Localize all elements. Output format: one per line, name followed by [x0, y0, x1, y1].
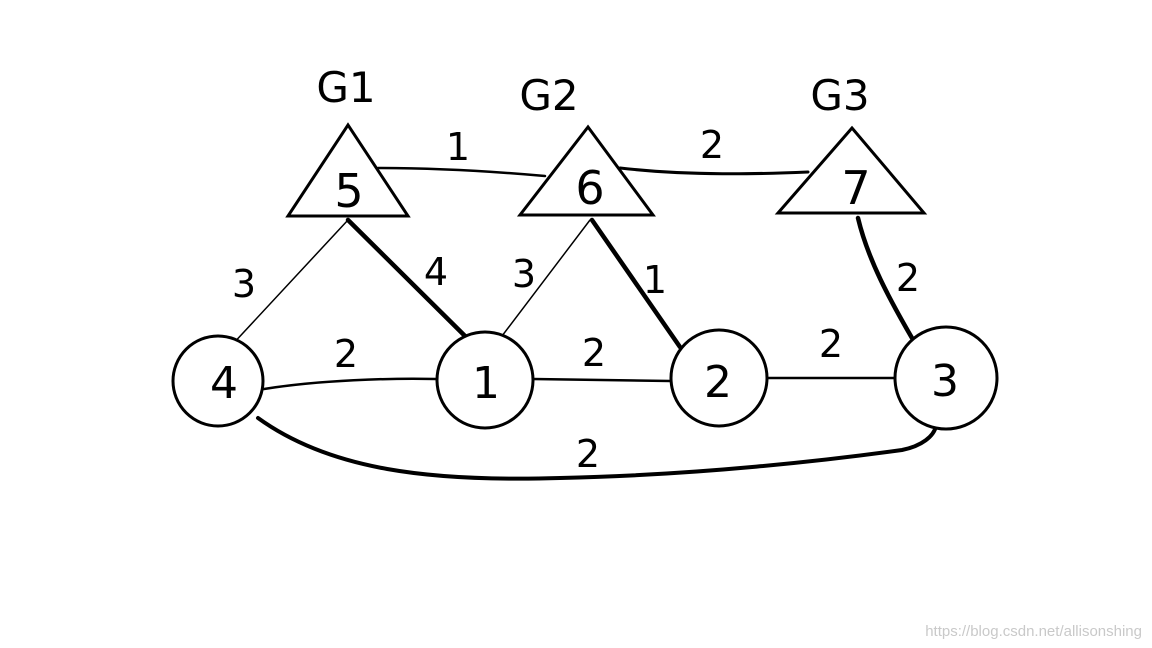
edge-weight-4-1: 2 — [334, 332, 358, 376]
node-label-5: 5 — [334, 164, 363, 218]
node-circle-1 — [435, 330, 535, 430]
edge-6-1 — [501, 219, 591, 337]
node-label-1: 1 — [472, 358, 500, 409]
group-node-triangle-6 — [516, 124, 656, 217]
node-circle-4 — [171, 334, 265, 428]
node-label-7: 7 — [841, 161, 870, 215]
group-label-g2: G2 — [519, 71, 578, 120]
group-label-g1: G1 — [316, 63, 375, 112]
edge-5-4 — [229, 219, 349, 348]
edge-weight-5-4: 3 — [232, 262, 256, 306]
edge-4-3 — [256, 416, 938, 481]
edge-weight-6-2: 1 — [643, 258, 667, 302]
edge-weight-1-2: 2 — [582, 331, 606, 375]
edge-5-1 — [345, 217, 468, 339]
edge-6-7 — [618, 166, 810, 176]
group-label-g3: G3 — [810, 71, 869, 120]
edge-4-1 — [262, 377, 438, 391]
node-circle-2 — [669, 328, 769, 428]
node-label-2: 2 — [704, 357, 732, 408]
edge-weight-4-3: 2 — [576, 432, 600, 476]
edge-7-3 — [855, 215, 915, 341]
edge-weight-6-1: 3 — [512, 252, 536, 296]
edge-weight-5-6: 1 — [446, 125, 470, 169]
node-label-6: 6 — [575, 161, 604, 215]
edge-weight-6-7: 2 — [700, 123, 724, 167]
node-label-4: 4 — [210, 358, 238, 409]
watermark-url: https://blog.csdn.net/allisonshing — [925, 623, 1142, 640]
node-circle-3 — [893, 325, 999, 431]
group-node-triangle-5 — [285, 122, 411, 218]
node-label-3: 3 — [931, 356, 959, 407]
edge-weight-2-3: 2 — [819, 322, 843, 366]
edge-1-2 — [531, 377, 672, 383]
group-node-triangle-7 — [774, 125, 928, 215]
edge-weight-5-1: 4 — [424, 250, 448, 294]
edge-6-2 — [589, 217, 683, 350]
edge-5-6 — [376, 166, 547, 178]
edge-weight-7-3: 2 — [896, 256, 920, 300]
